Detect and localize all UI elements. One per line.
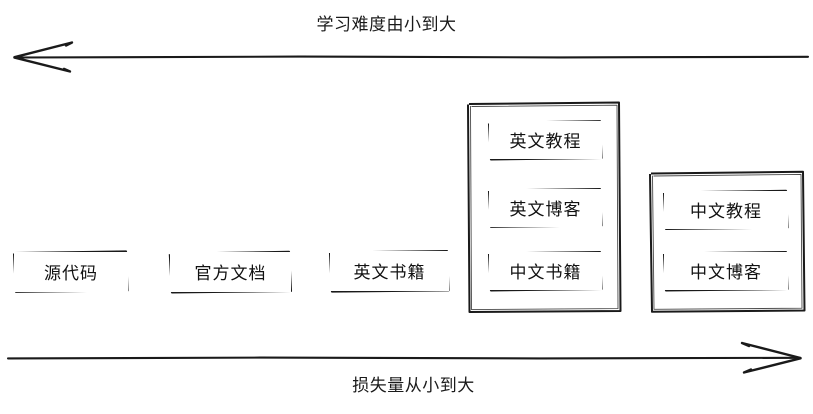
node-english-blogs[interactable]: 英文博客 [489,189,602,227]
node-source-code[interactable]: 源代码 [14,252,128,292]
bottom-axis-label: 损失量从小到大 [352,376,475,396]
node-source-code-label: 源代码 [44,263,98,284]
node-chinese-tutorials[interactable]: 中文教程 [664,191,788,229]
node-chinese-blogs[interactable]: 中文博客 [664,252,788,290]
node-english-books[interactable]: 英文书籍 [330,251,449,291]
node-english-tutorials-label: 英文教程 [509,131,582,152]
node-english-tutorials[interactable]: 英文教程 [489,121,602,159]
node-official-docs[interactable]: 官方文档 [170,252,291,292]
node-english-books-label: 英文书籍 [353,262,426,283]
node-english-blogs-label: 英文博客 [509,199,582,220]
node-chinese-books-label: 中文书籍 [509,262,582,283]
node-official-docs-label: 官方文档 [194,263,267,284]
node-chinese-blogs-label: 中文博客 [690,262,762,283]
node-chinese-tutorials-label: 中文教程 [690,201,762,222]
top-axis-arrow [13,41,810,73]
top-axis-label: 学习难度由小到大 [316,15,457,35]
node-chinese-books[interactable]: 中文书籍 [489,252,602,290]
bottom-axis-arrow [6,341,802,374]
